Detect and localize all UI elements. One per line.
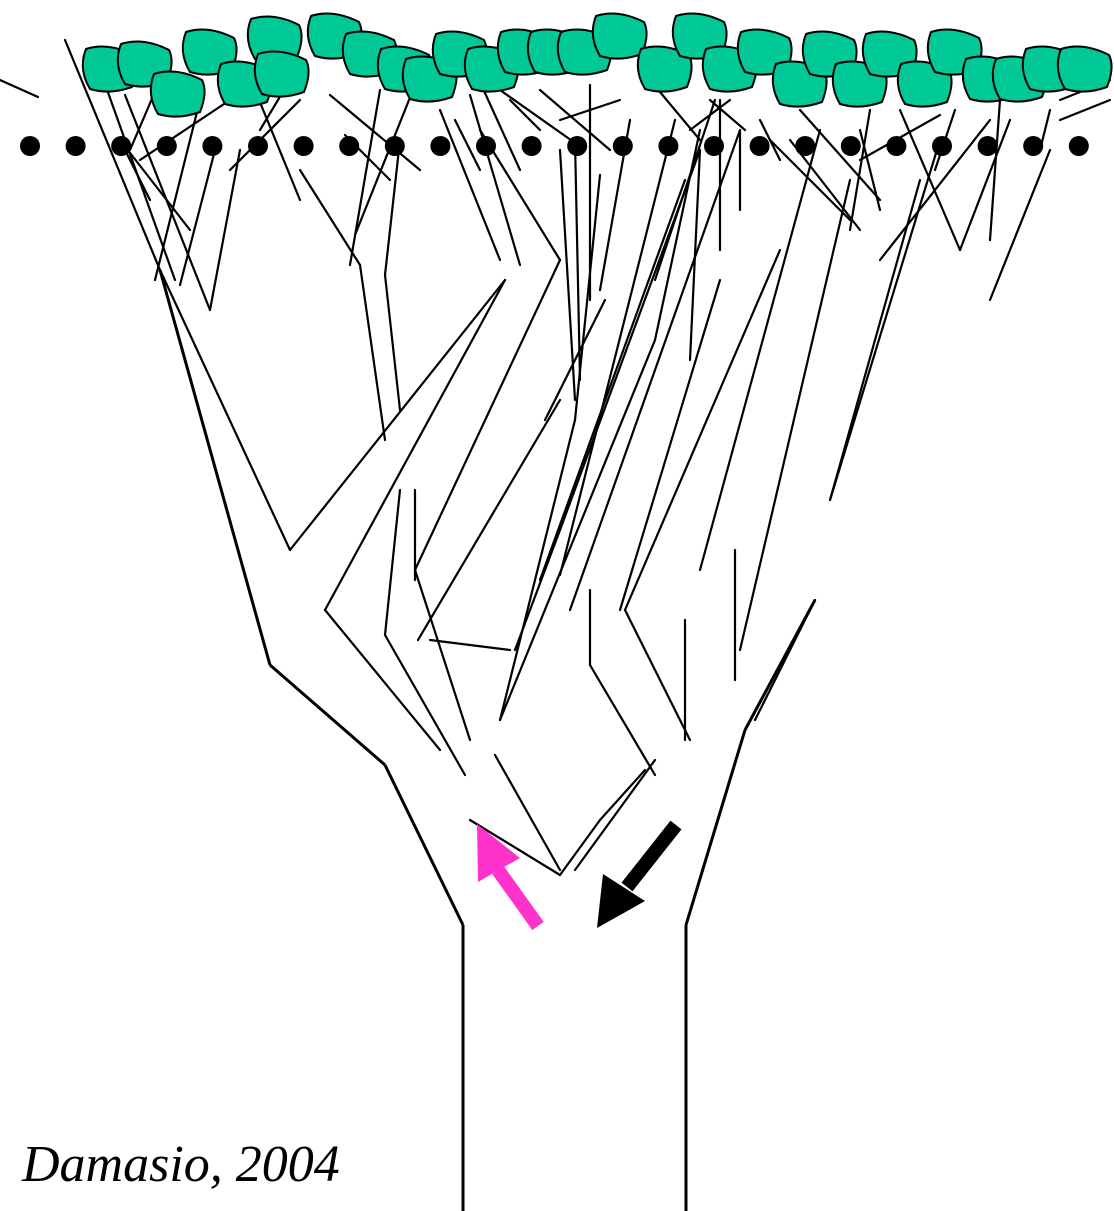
trunk-line xyxy=(270,665,385,765)
dot-icon xyxy=(978,136,998,156)
dot-icon xyxy=(476,136,496,156)
branch-line xyxy=(740,180,850,650)
branch-line xyxy=(990,150,1050,300)
branch-line xyxy=(625,250,780,610)
black-arrow-shaft xyxy=(627,825,676,887)
branch-line xyxy=(690,100,730,130)
dot-icon xyxy=(1069,136,1089,156)
branch-line xyxy=(415,570,470,740)
dot-icon xyxy=(522,136,542,156)
leaf-row xyxy=(83,14,1112,117)
branch-line xyxy=(1060,100,1110,120)
dot-icon xyxy=(886,136,906,156)
dot-icon xyxy=(750,136,770,156)
branch-line xyxy=(180,150,215,285)
branch-line xyxy=(500,420,575,720)
black-down-arrow-icon xyxy=(597,825,676,928)
branch-line xyxy=(385,275,400,410)
branch-line xyxy=(385,140,400,275)
trunk-line xyxy=(385,765,463,925)
leaf-icon xyxy=(1058,47,1112,92)
dot-icon xyxy=(613,136,633,156)
dot-icon xyxy=(385,136,405,156)
dot-icon xyxy=(66,136,86,156)
trunk-line xyxy=(745,600,815,730)
branch-line xyxy=(440,110,500,260)
dot-icon xyxy=(157,136,177,156)
branch-line xyxy=(385,490,400,635)
pink-arrow-shaft xyxy=(498,870,538,926)
dot-icon xyxy=(658,136,678,156)
dot-icon xyxy=(202,136,222,156)
dot-icon xyxy=(294,136,314,156)
branch-line xyxy=(655,100,715,280)
dot-icon xyxy=(20,136,40,156)
branch-line xyxy=(300,170,360,265)
branch-line xyxy=(710,100,745,130)
dot-icon xyxy=(1023,136,1043,156)
branch-line xyxy=(0,80,38,97)
branch-line xyxy=(700,130,820,570)
branch-line xyxy=(210,150,240,310)
branch-line xyxy=(385,635,465,775)
tree-branches xyxy=(0,40,1110,875)
trunk-line xyxy=(160,270,270,665)
trunk-line xyxy=(686,730,745,925)
branch-line xyxy=(575,140,580,380)
dot-icon xyxy=(567,136,587,156)
dot-icon xyxy=(339,136,359,156)
dot-icon xyxy=(111,136,131,156)
branch-line xyxy=(430,640,510,650)
branch-line xyxy=(590,665,655,775)
dot-icon xyxy=(248,136,268,156)
branch-line xyxy=(900,110,960,250)
dot-icon xyxy=(430,136,450,156)
branch-line xyxy=(230,100,300,170)
dot-icon xyxy=(704,136,724,156)
branch-line xyxy=(600,770,645,820)
dot-icon xyxy=(795,136,815,156)
pink-up-arrow-icon xyxy=(477,824,538,926)
dot-icon xyxy=(932,136,952,156)
branch-line xyxy=(625,610,690,740)
branch-line xyxy=(560,820,600,875)
branch-line xyxy=(355,85,415,235)
leaf-icon xyxy=(255,52,309,97)
dot-icon xyxy=(841,136,861,156)
citation: Damasio, 2004 xyxy=(22,1135,340,1194)
leaf-icon xyxy=(151,72,205,117)
branch-line xyxy=(575,760,655,870)
arrows xyxy=(477,824,676,928)
branch-line xyxy=(690,150,700,360)
tree-trunk xyxy=(160,270,815,1211)
branch-line xyxy=(545,300,605,420)
leaf-icon xyxy=(593,14,647,59)
branch-line xyxy=(360,265,385,440)
dot-row xyxy=(20,136,1089,156)
branch-line xyxy=(470,95,520,265)
